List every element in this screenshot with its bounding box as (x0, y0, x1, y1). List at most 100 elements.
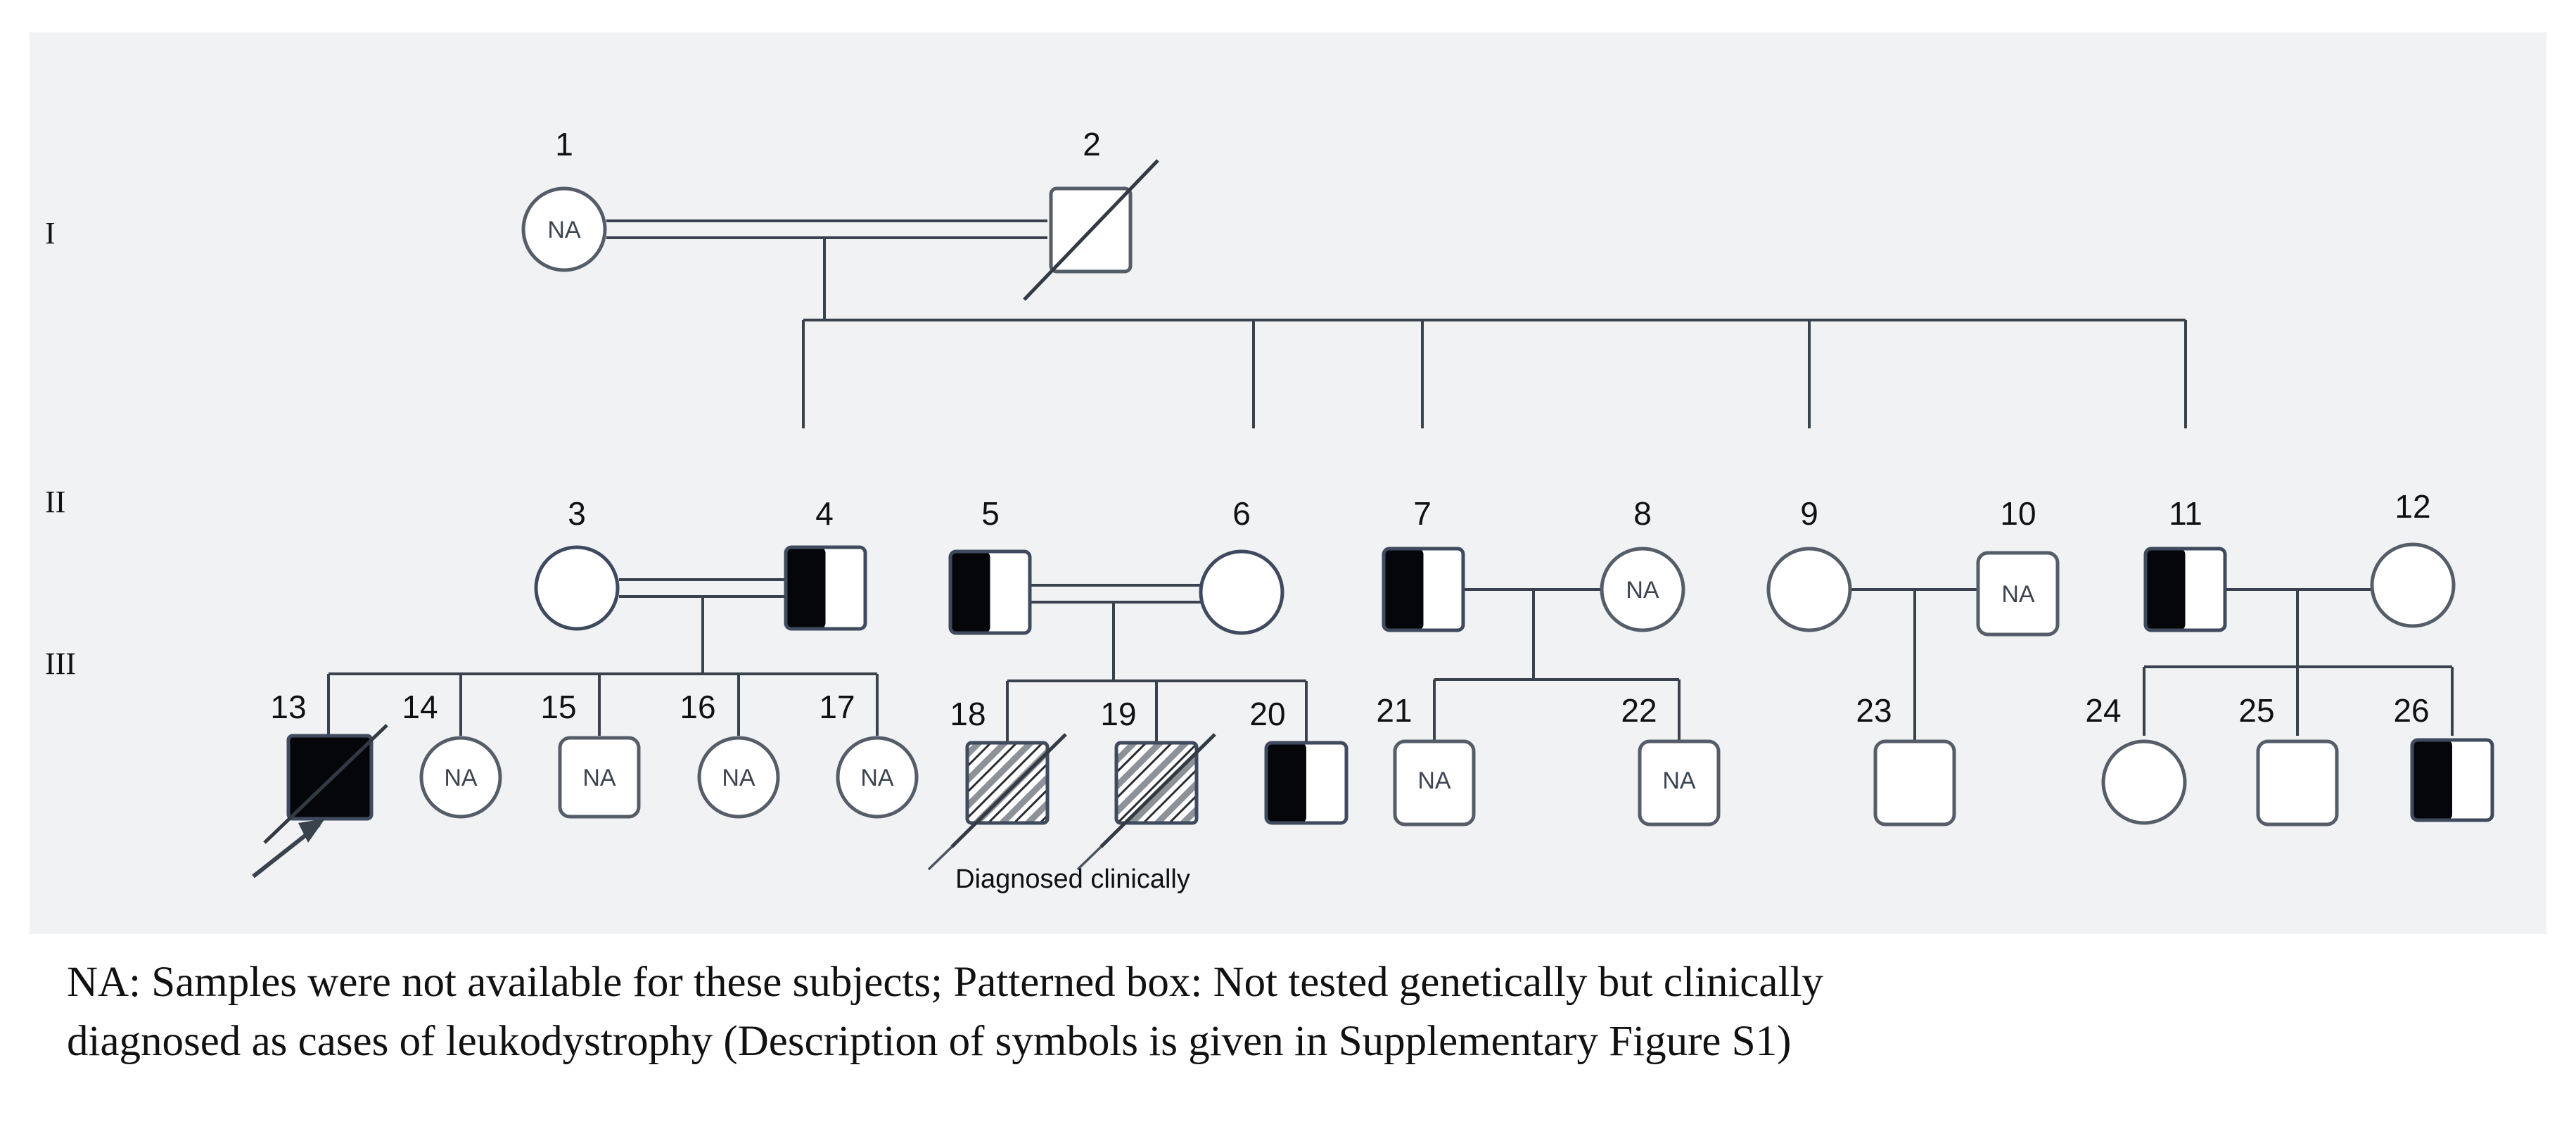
caption-line-1: NA: Samples were not available for these… (67, 959, 1823, 1006)
individual-17-symbol-circle[interactable] (836, 736, 919, 819)
individual-18-symbol-square[interactable] (965, 741, 1050, 825)
individual-1[interactable]: 1 NA (521, 126, 607, 272)
individual-20[interactable]: 20 (1249, 696, 1348, 825)
individual-15-symbol-square[interactable] (558, 736, 641, 819)
individual-23-symbol-square[interactable] (1873, 739, 1956, 827)
individual-24-symbol-circle[interactable] (2101, 739, 2187, 825)
individual-4-symbol-square[interactable] (784, 545, 867, 631)
individual-19-id: 19 (1100, 696, 1136, 732)
individual-21-id: 21 (1376, 692, 1412, 729)
individual-18[interactable]: 18 (927, 696, 1067, 871)
proband-arrow-icon (252, 819, 325, 879)
individual-26-half-fill (2412, 740, 2452, 820)
individual-7[interactable]: 7 (1382, 495, 1465, 632)
individual-11-symbol-square[interactable] (2143, 547, 2227, 632)
individual-16[interactable]: 16 NA (680, 689, 780, 819)
individual-3-id: 3 (568, 495, 586, 532)
individual-15[interactable]: 15 NA (540, 689, 641, 819)
individual-12[interactable]: 12 (2370, 488, 2456, 628)
individual-10-na: NA (2001, 581, 2035, 608)
individual-7-symbol-square[interactable] (1382, 547, 1465, 632)
individual-19-leader-line (1076, 845, 1102, 871)
individual-1-na: NA (547, 217, 581, 243)
individual-20-symbol-square[interactable] (1264, 741, 1348, 825)
figure-caption: NA: Samples were not available for these… (67, 953, 2473, 1071)
individual-20-half-fill (1266, 743, 1306, 823)
individual-16-id: 16 (680, 689, 715, 725)
individual-21-na: NA (1417, 767, 1451, 794)
individual-8-symbol-circle[interactable] (1600, 547, 1685, 632)
individual-21[interactable]: 21 NA (1376, 692, 1476, 827)
individual-15-id: 15 (540, 689, 576, 725)
generation-label-II: II (45, 485, 65, 519)
individual-26[interactable]: 26 (2393, 692, 2494, 822)
individual-15-na: NA (582, 765, 616, 791)
individual-22[interactable]: 22 NA (1621, 692, 1721, 827)
mating-5-6 (1006, 584, 1308, 743)
individual-6-symbol-circle[interactable] (1199, 549, 1284, 635)
pedigree-svg: I II III 1 NA (45, 126, 2494, 894)
individual-19[interactable]: 19 (1076, 696, 1216, 871)
individual-26-symbol-square[interactable] (2410, 738, 2494, 822)
individual-9-symbol-circle[interactable] (1766, 547, 1852, 632)
generation-label-I: I (45, 216, 56, 250)
individual-5[interactable]: 5 (948, 495, 1032, 635)
individual-4[interactable]: 4 (784, 495, 867, 631)
individual-14-na: NA (444, 765, 478, 791)
mating-9-10 (1850, 588, 1978, 741)
individual-2-deceased-slash (1023, 159, 1159, 301)
individual-18-deceased-slash (950, 733, 1067, 848)
individual-12-symbol-circle[interactable] (2370, 542, 2456, 628)
individual-22-symbol-square[interactable] (1638, 739, 1721, 827)
individual-10-symbol-square[interactable] (1976, 551, 2060, 637)
individual-13[interactable]: 13 (252, 689, 388, 879)
individual-25[interactable]: 25 (2238, 692, 2339, 827)
individual-11-id: 11 (2169, 495, 2202, 532)
individual-3[interactable]: 3 (534, 495, 620, 631)
individual-2[interactable]: 2 (1023, 126, 1159, 301)
individual-23-id: 23 (1856, 692, 1892, 729)
individual-22-na: NA (1662, 767, 1696, 794)
individual-14-symbol-circle[interactable] (419, 736, 502, 819)
individual-25-id: 25 (2238, 692, 2274, 729)
individual-14[interactable]: 14 NA (402, 689, 502, 819)
mating-11-12 (2143, 588, 2454, 736)
individual-4-id: 4 (815, 495, 834, 532)
individual-1-symbol-circle[interactable] (521, 186, 607, 272)
individual-3-symbol-circle[interactable] (534, 545, 620, 631)
individual-19-symbol-square[interactable] (1114, 741, 1199, 825)
individual-8[interactable]: 8 NA (1600, 495, 1685, 632)
individual-6[interactable]: 6 (1199, 495, 1284, 635)
individual-21-symbol-square[interactable] (1393, 739, 1476, 827)
clinical-diagnosis-note: Diagnosed clinically (955, 864, 1190, 894)
mating-7-8 (1433, 588, 1681, 741)
individual-18-id: 18 (950, 696, 986, 732)
individual-1-id: 1 (555, 126, 573, 162)
individual-12-id: 12 (2395, 488, 2430, 525)
individual-5-symbol-square[interactable] (948, 549, 1032, 635)
individual-23[interactable]: 23 (1856, 692, 1956, 827)
individual-11-half-fill (2145, 549, 2186, 630)
individual-14-id: 14 (402, 689, 438, 725)
individual-2-id: 2 (1083, 126, 1101, 162)
individual-17-na: NA (860, 765, 894, 791)
individual-16-symbol-circle[interactable] (697, 736, 780, 819)
individual-10-id: 10 (2000, 495, 2036, 532)
individual-24-id: 24 (2085, 692, 2121, 729)
individual-11[interactable]: 11 (2143, 495, 2227, 632)
individual-6-id: 6 (1232, 495, 1251, 532)
individual-25-symbol-square[interactable] (2256, 739, 2339, 827)
individual-24[interactable]: 24 (2085, 692, 2187, 825)
individual-5-half-fill (950, 551, 990, 633)
individual-17-id: 17 (819, 689, 855, 725)
individual-17[interactable]: 17 NA (819, 689, 919, 819)
individual-8-na: NA (1626, 577, 1659, 604)
individual-13-id: 13 (270, 689, 306, 725)
individual-9[interactable]: 9 (1766, 495, 1852, 632)
individual-7-id: 7 (1413, 495, 1432, 532)
individual-10[interactable]: 10 NA (1976, 495, 2060, 637)
individual-13-deceased-slash (263, 724, 388, 844)
individual-16-na: NA (722, 765, 755, 791)
individual-19-deceased-slash (1099, 733, 1216, 848)
